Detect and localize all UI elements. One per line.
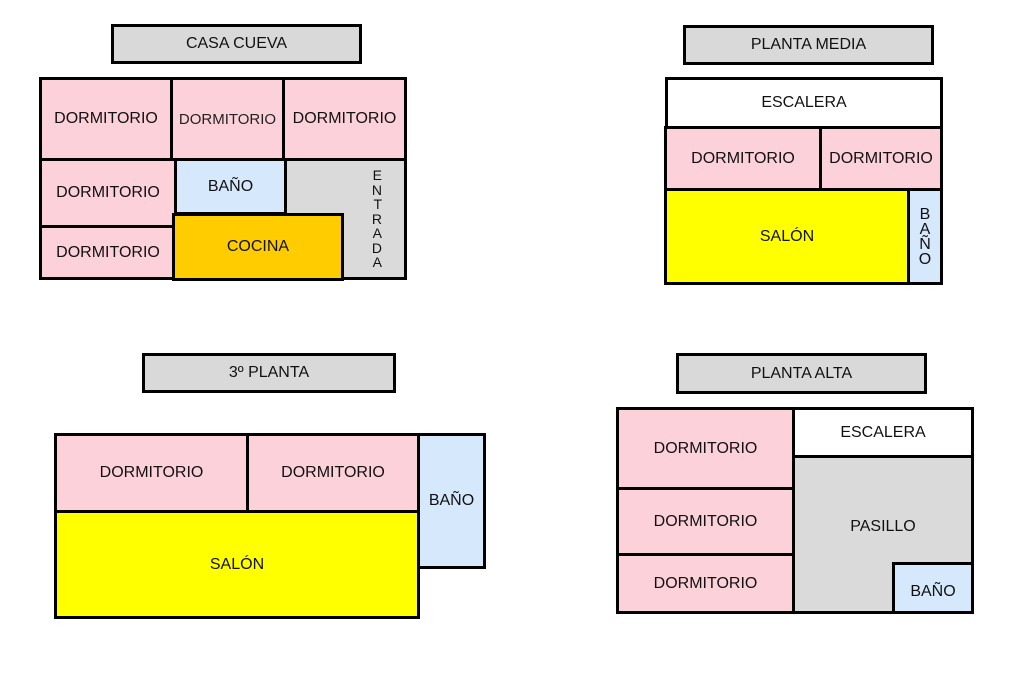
bano-letter: B bbox=[919, 205, 931, 223]
room-escalera: ESCALERA bbox=[792, 407, 974, 458]
entrada-letter: N bbox=[371, 181, 382, 198]
room-salon: SALÓN bbox=[54, 510, 420, 619]
entrada-letter: A bbox=[372, 225, 382, 242]
entrada-letter: T bbox=[373, 196, 382, 213]
room-dormitorio: DORMITORIO bbox=[616, 487, 795, 556]
entrada-letter: A bbox=[372, 254, 382, 271]
planta-alta-title: PLANTA ALTA bbox=[676, 353, 927, 394]
entrada-letter: R bbox=[371, 210, 382, 227]
room-dormitorio: DORMITORIO bbox=[616, 407, 795, 490]
room-escalera: ESCALERA bbox=[665, 77, 943, 129]
room-bano: BAÑO bbox=[892, 562, 974, 614]
room-bano: B A Ñ O bbox=[907, 188, 943, 285]
casa-cueva-title: CASA CUEVA bbox=[111, 24, 362, 64]
bano-letter: O bbox=[918, 250, 932, 268]
room-dormitorio: DORMITORIO bbox=[39, 225, 177, 280]
room-dormitorio: DORMITORIO bbox=[39, 158, 177, 228]
room-dormitorio: DORMITORIO bbox=[39, 77, 173, 161]
room-dormitorio: DORMITORIO bbox=[246, 433, 420, 513]
room-bano: BAÑO bbox=[174, 158, 287, 215]
room-dormitorio: DORMITORIO bbox=[282, 77, 407, 161]
room-dormitorio: DORMITORIO bbox=[616, 553, 795, 614]
room-salon: SALÓN bbox=[664, 188, 910, 285]
entrada-letter: D bbox=[371, 239, 382, 256]
planta-media-title: PLANTA MEDIA bbox=[683, 25, 934, 65]
room-dormitorio: DORMITORIO bbox=[170, 77, 285, 161]
room-cocina: COCINA bbox=[172, 213, 344, 281]
room-bano: BAÑO bbox=[417, 433, 486, 569]
room-dormitorio: DORMITORIO bbox=[819, 126, 943, 191]
room-dormitorio: DORMITORIO bbox=[54, 433, 249, 513]
tercera-planta-title: 3º PLANTA bbox=[142, 353, 396, 393]
room-dormitorio: DORMITORIO bbox=[664, 126, 822, 191]
entrada-letter: E bbox=[372, 166, 382, 183]
bano-letter: Ñ bbox=[919, 235, 931, 253]
bano-letter: A bbox=[919, 220, 931, 238]
